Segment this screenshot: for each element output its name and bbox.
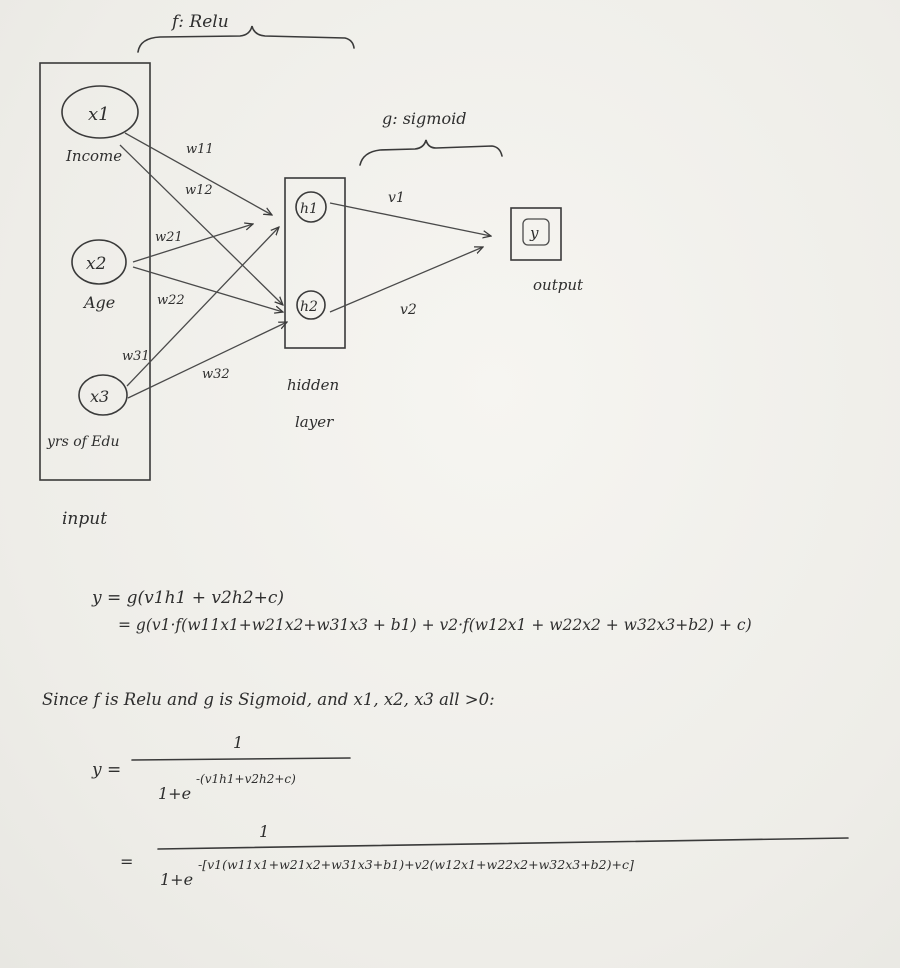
node-h2 [296,290,326,320]
equation-line-2: = g(v1·f(w11x1+w21x2+w31x3 + b1) + v2·f(… [118,616,752,634]
edge-x3-h2 [127,322,287,399]
sigmoid-label: g: sigmoid [382,109,466,128]
node-h1-symbol: h1 [300,201,318,217]
edge-x2-h1 [132,224,253,263]
relu-label: f: Relu [170,12,229,32]
edge-x1-h1 [124,132,272,215]
node-h2-symbol: h2 [300,299,318,315]
node-x1-caption: Income [65,147,122,165]
condition-text: Since f is Relu and g is Sigmoid, and x1… [42,690,495,709]
weight-w21: w21 [155,230,183,245]
weight-w12: w12 [185,183,213,198]
edge-x2-h2 [132,266,283,312]
weight-v1: v1 [388,190,405,206]
weight-w22: w22 [157,293,185,308]
node-x2-caption: Age [82,293,115,312]
hidden-label-1: hidden [287,376,339,394]
fraction-2-exponent: -[v1(w11x1+w21x2+w31x3+b1)+v2(w12x1+w22x… [198,857,634,872]
equals-2: = [120,852,134,871]
input-label: input [62,509,107,529]
output-label: output [533,276,584,294]
hidden-label-2: layer [295,413,334,431]
node-x3 [78,374,128,416]
fraction-2-denominator: 1+e [160,870,194,889]
weight-v2: v2 [400,302,417,318]
fraction-1-exponent: -(v1h1+v2h2+c) [196,772,296,786]
fraction-1-denominator: 1+e [158,784,192,803]
node-x1 [61,85,139,139]
node-x3-symbol: x3 [90,387,109,406]
weight-w31: w31 [122,349,150,364]
edge-h1-y [329,202,491,236]
node-x2 [71,239,127,285]
node-h1 [295,191,327,223]
node-y [522,218,550,246]
hidden-box [284,177,346,349]
fraction-bar-2 [157,837,849,850]
weight-w32: w32 [202,367,230,382]
y-equals: y = [92,760,122,780]
output-box [510,207,562,261]
edge-h2-y [329,247,483,313]
sigmoid-brace [359,139,503,166]
fraction-1-numerator: 1 [233,733,244,752]
node-x3-caption: yrs of Edu [46,434,120,450]
node-x1-symbol: x1 [88,104,110,125]
weight-w11: w11 [186,142,214,157]
edge-x1-h2 [119,144,283,305]
fraction-bar-1 [131,757,351,761]
node-y-symbol: y [529,224,539,242]
relu-brace [137,25,355,53]
node-x2-symbol: x2 [86,254,106,274]
edge-x3-h1 [126,227,279,387]
equation-line-1: y = g(v1h1 + v2h2+c) [92,588,284,608]
fraction-2-numerator: 1 [259,822,270,841]
